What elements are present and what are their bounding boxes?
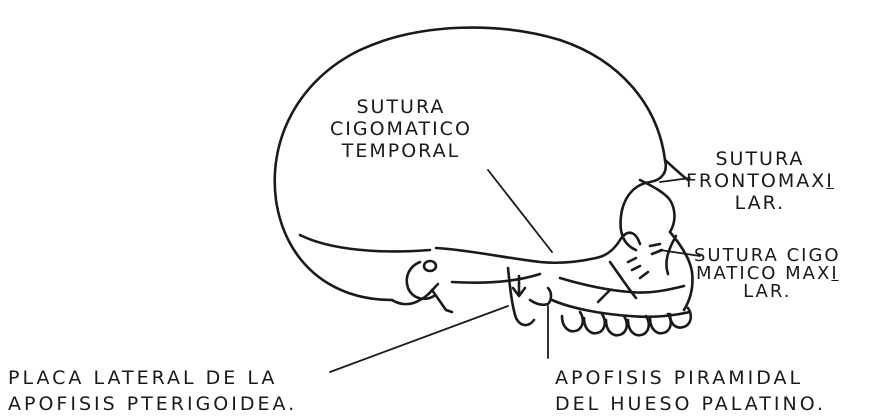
label-line: FRONTOMAXI (686, 170, 834, 192)
label-line: LAR. (686, 192, 834, 214)
label-placa-lateral: PLACA LATERAL DE LA APOFISIS PTERIGOIDEA… (8, 365, 297, 417)
label-line: DEL HUESO PALATINO. (555, 391, 826, 417)
supraorbital-margin (622, 160, 666, 210)
tooth-4 (628, 316, 649, 335)
label-line: PLACA LATERAL DE LA (8, 365, 297, 391)
label-line: SUTURA (330, 96, 472, 118)
occipital-base (392, 284, 438, 304)
styloid-process (432, 290, 452, 312)
tooth-1 (562, 312, 583, 331)
suture-marks-2 (598, 290, 610, 302)
orbit-lateral-margin (621, 210, 636, 250)
label-fragment: FRONTOMAX (686, 170, 826, 192)
external-auditory-meatus (424, 261, 436, 271)
label-line: APOFISIS PTERIGOIDEA. (8, 391, 297, 417)
label-line: CIGOMATICO (330, 118, 472, 140)
label-line: LAR. (694, 283, 841, 301)
tooth-2 (584, 314, 605, 333)
nasal-bone (665, 160, 688, 180)
suture-marks-3 (650, 244, 662, 254)
label-sutura-cigomatico-temporal: SUTURA CIGOMATICO TEMPORAL (330, 96, 472, 162)
label-sutura-frontomaxilar: SUTURA FRONTOMAXI LAR. (686, 148, 834, 214)
pyramidal-process (530, 288, 551, 305)
frontal-process-maxilla (640, 180, 675, 232)
suture-marks-1 (628, 258, 648, 278)
label-line: SUTURA (686, 148, 834, 170)
label-line: APOFISIS PIRAMIDAL (555, 365, 826, 391)
label-apofisis-piramidal: APOFISIS PIRAMIDAL DEL HUESO PALATINO. (555, 365, 826, 417)
cranium-outline (275, 28, 665, 300)
label-fragment-underlined: I (826, 170, 834, 192)
tooth-3 (606, 316, 627, 335)
label-fragment-underlined: I (831, 263, 838, 284)
zygomatic-bone (596, 233, 640, 258)
tooth-6 (670, 308, 691, 328)
zygomatic-arch-lower (452, 274, 540, 283)
temporal-line (300, 235, 430, 251)
nasal-aperture (666, 236, 676, 274)
leader-placa-lateral (330, 306, 508, 372)
label-line: TEMPORAL (330, 140, 472, 162)
label-sutura-cigomatico-maxilar: SUTURA CIGO MATICO MAXI LAR. (694, 247, 841, 301)
zygomatic-arch (436, 248, 596, 263)
leader-cigomatico-temporal (488, 170, 552, 252)
